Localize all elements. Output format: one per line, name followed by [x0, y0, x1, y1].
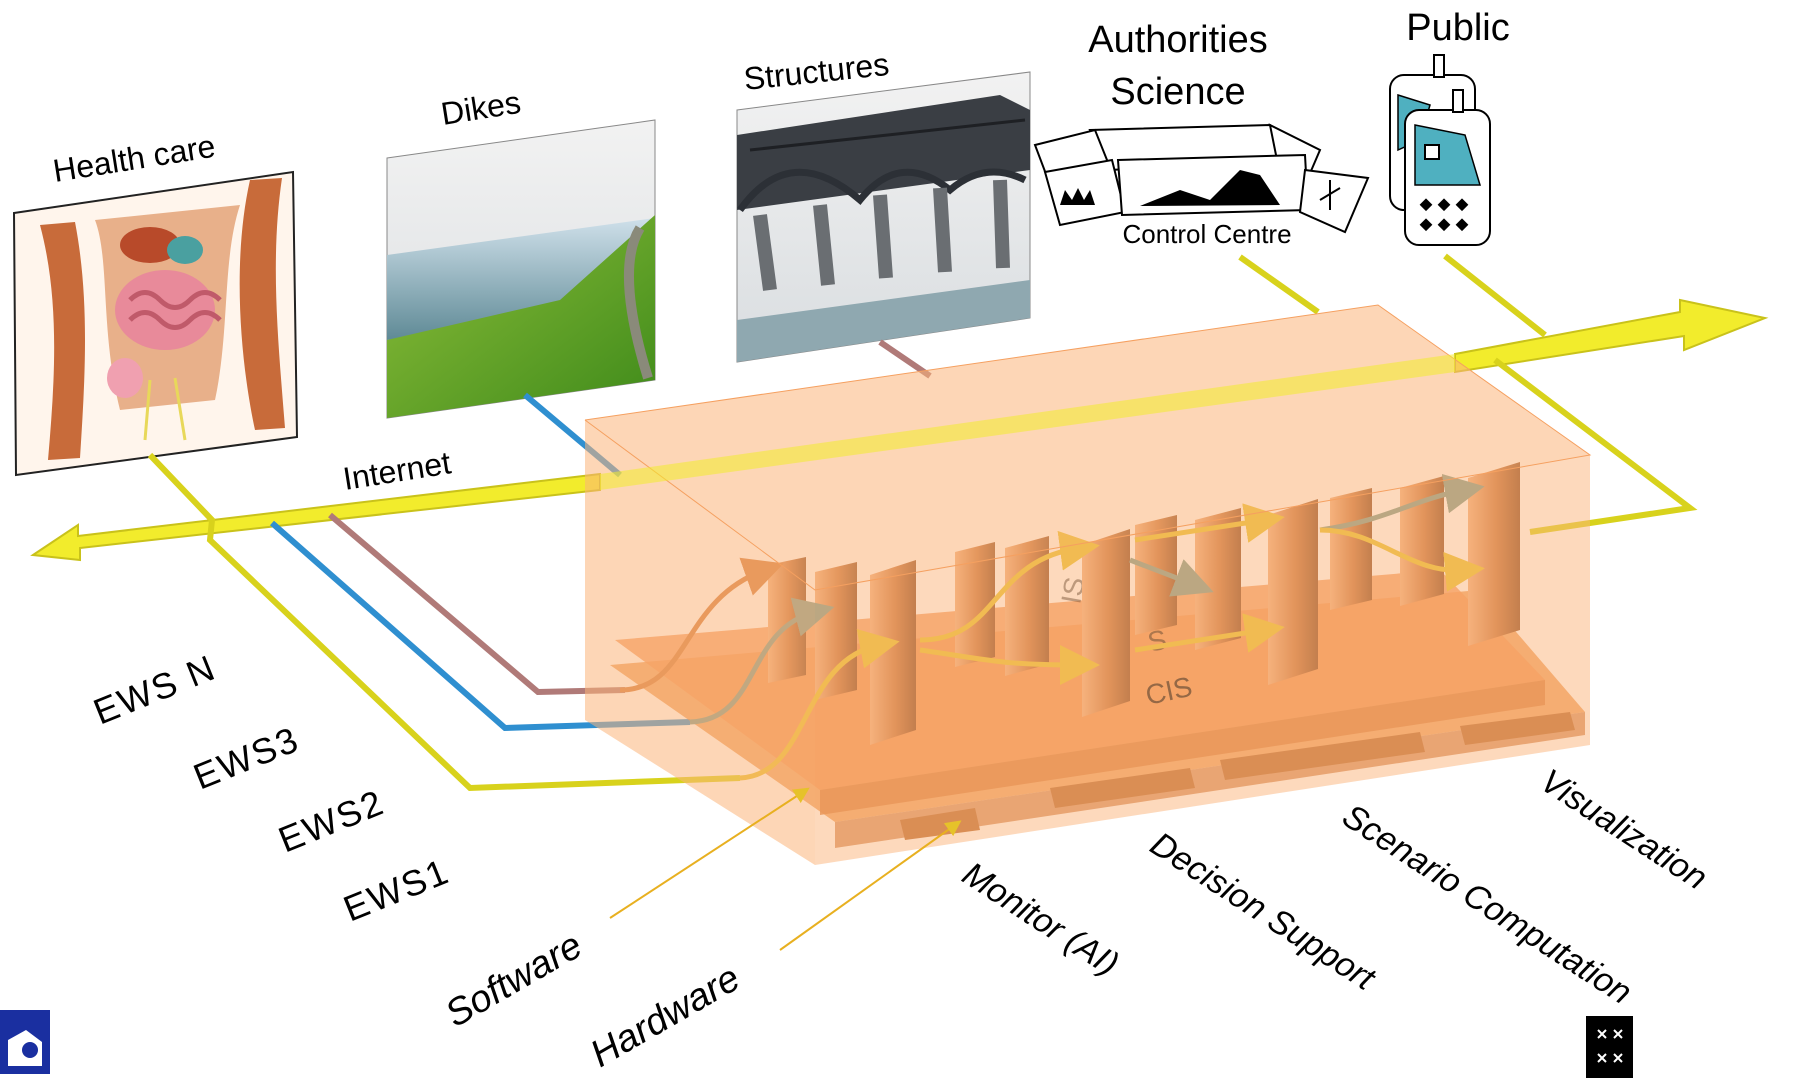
- control-centre-label: Control Centre: [1122, 219, 1291, 249]
- software-label: Software: [439, 924, 590, 1035]
- control-centre-icon: [1033, 123, 1370, 234]
- authorities-label: Authorities: [1088, 19, 1268, 61]
- right-logo-icon: [1586, 1016, 1633, 1078]
- decision-support-label: Decision Support: [1144, 825, 1383, 999]
- system-box: [584, 304, 1592, 865]
- internet-label: Internet: [340, 444, 453, 497]
- ews-n-label: EWS N: [88, 646, 222, 732]
- visualization-label: Visualization: [1534, 762, 1714, 898]
- left-logo-icon: [0, 1010, 50, 1074]
- phone-icon: [1389, 54, 1491, 246]
- health-care-picture: [12, 170, 299, 477]
- dikes-label: Dikes: [438, 84, 523, 132]
- science-label: Science: [1110, 71, 1245, 113]
- ews2-label: EWS2: [273, 781, 390, 860]
- ews1-label: EWS1: [338, 850, 455, 929]
- internet-arrow-front: [600, 354, 1455, 490]
- layer-pointers: [609, 787, 962, 951]
- structures-label: Structures: [742, 46, 891, 97]
- public-label: Public: [1406, 7, 1510, 49]
- monitor-ai-label: Monitor (AI): [956, 855, 1126, 984]
- health-care-label: Health care: [50, 128, 217, 189]
- ews3-label: EWS3: [188, 718, 305, 797]
- hardware-label: Hardware: [584, 957, 748, 1076]
- dikes-picture: [386, 119, 656, 419]
- structures-picture: [736, 71, 1031, 363]
